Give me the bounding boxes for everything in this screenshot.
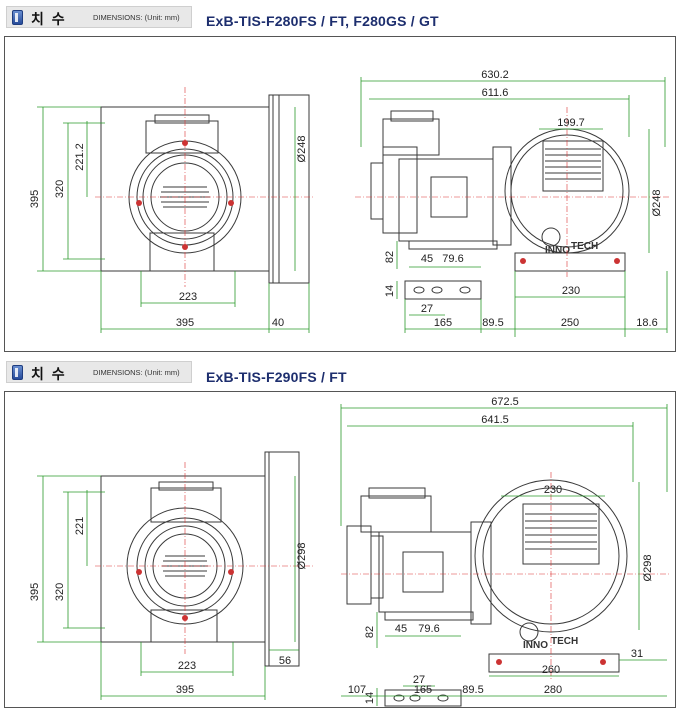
side-view: INNO TECH <box>355 107 670 300</box>
dim-w260: 260 <box>542 664 560 676</box>
unit-note: DIMENSIONS: (Unit: mm) <box>93 368 180 377</box>
dim-h82: 82 <box>364 626 376 638</box>
dimensions-label: 치 수 <box>31 11 67 27</box>
dim-w230: 230 <box>562 285 580 297</box>
bookmark-icon <box>12 10 23 25</box>
dim-w280: 280 <box>544 684 562 696</box>
innotech-logo-icon <box>541 227 561 247</box>
dim-d298b: Ø298 <box>642 555 654 582</box>
innotech-logo-icon <box>519 622 539 642</box>
dim-w79: 79.6 <box>442 253 463 265</box>
dim-w27: 27 <box>413 674 425 686</box>
dim-w165: 165 <box>434 317 452 329</box>
dim-w89: 89.5 <box>482 317 503 329</box>
technical-drawing-f290: 395 320 221 Ø298 56 223 395 <box>29 396 670 707</box>
dim-w45: 45 <box>395 623 407 635</box>
dim-w250: 250 <box>561 317 579 329</box>
side-dimensions: 630.2 611.6 199.7 Ø248 82 45 79.6 14 27 <box>360 69 668 337</box>
dim-d248a: Ø248 <box>296 136 308 163</box>
unit-note: DIMENSIONS: (Unit: mm) <box>93 13 180 22</box>
dim-w672: 672.5 <box>491 396 519 408</box>
dim-w18: 18.6 <box>636 317 657 329</box>
dim-w223: 223 <box>179 291 197 303</box>
dimensions-header: 치 수 DIMENSIONS: (Unit: mm) <box>6 361 192 383</box>
dimensions-header: 치 수 DIMENSIONS: (Unit: mm) <box>6 6 192 28</box>
dim-h320: 320 <box>54 583 66 601</box>
front-dimensions: 395 320 221.2 Ø248 223 395 40 <box>29 106 310 333</box>
dim-w79: 79.6 <box>418 623 439 635</box>
model-title: ExB-TIS-F280FS / FT, F280GS / GT <box>206 13 439 29</box>
dim-w199: 199.7 <box>557 117 585 129</box>
dim-h395: 395 <box>29 190 41 208</box>
side-dimensions: 672.5 641.5 230 Ø298 82 45 79.6 14 27 26… <box>340 396 668 706</box>
dim-w611: 611.6 <box>482 87 509 99</box>
dim-w31: 31 <box>631 648 643 660</box>
dim-h14: 14 <box>364 692 376 704</box>
logo-tech: TECH <box>571 241 598 252</box>
dim-h82: 82 <box>384 251 396 263</box>
dim-w107: 107 <box>348 684 366 696</box>
logo-inno: INNO <box>545 245 570 256</box>
front-view <box>95 451 315 667</box>
dim-w40: 40 <box>272 317 284 329</box>
dim-h320: 320 <box>54 180 66 198</box>
side-view: INNO TECH <box>341 472 670 707</box>
spec-section-f290: 치 수 DIMENSIONS: (Unit: mm) ExB-TIS-F290F… <box>0 355 680 709</box>
dim-w223: 223 <box>178 660 196 672</box>
dim-h221: 221.2 <box>74 143 86 171</box>
dim-h221: 221 <box>74 517 86 535</box>
dim-w45: 45 <box>421 253 433 265</box>
dimensions-label: 치 수 <box>31 366 67 382</box>
dim-d248b: Ø248 <box>651 190 663 217</box>
dim-w230top: 230 <box>544 484 562 496</box>
dim-w165: 165 <box>414 684 432 696</box>
dim-w27: 27 <box>421 303 433 315</box>
model-title: ExB-TIS-F290FS / FT <box>206 369 347 385</box>
dim-h395: 395 <box>29 583 41 601</box>
dim-w641: 641.5 <box>481 414 509 426</box>
technical-drawing-f280: 395 320 221.2 Ø248 223 395 40 <box>29 69 670 337</box>
front-view <box>95 87 315 287</box>
drawing-frame: 395 320 221.2 Ø248 223 395 40 <box>4 36 676 352</box>
bookmark-icon <box>12 365 23 380</box>
dim-w89: 89.5 <box>462 684 483 696</box>
spec-section-f280: 치 수 DIMENSIONS: (Unit: mm) ExB-TIS-F280F… <box>4 6 676 352</box>
logo-inno: INNO <box>523 640 548 651</box>
front-dimensions: 395 320 221 Ø298 56 223 395 <box>29 475 308 700</box>
drawing-frame: 395 320 221 Ø298 56 223 395 <box>4 391 676 708</box>
dim-w395: 395 <box>176 684 194 696</box>
dim-d298a: Ø298 <box>296 543 308 570</box>
dim-w56: 56 <box>279 655 291 667</box>
dim-h14: 14 <box>384 285 396 297</box>
dim-w630: 630.2 <box>481 69 509 81</box>
dim-w395: 395 <box>176 317 194 329</box>
logo-tech: TECH <box>551 636 578 647</box>
